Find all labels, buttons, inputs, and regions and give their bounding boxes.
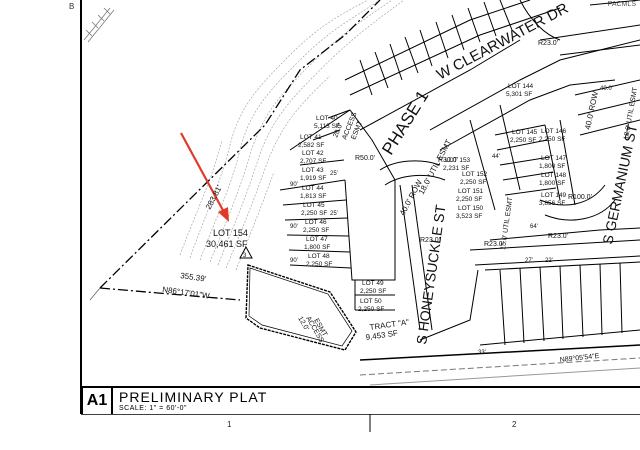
radius-label: R23.0' — [548, 233, 568, 240]
dim-label: 22' — [545, 258, 553, 264]
lot-label: LOT 41 — [300, 134, 322, 141]
street-germanium: S GERMANIUM ST — [599, 122, 640, 245]
lot-area: 1,800 SF — [304, 244, 330, 251]
radius-label: R23.0' — [420, 237, 440, 244]
radius-label: R23.0' — [538, 40, 558, 47]
plan-title: PRELIMINARY PLAT — [119, 389, 268, 405]
scale-label: SCALE: 1" = 60'-0" — [119, 405, 188, 412]
lot-area: 2,250 SF — [510, 137, 536, 144]
radius-label: R30.0' — [438, 157, 458, 164]
lot-154-area: 30,461 SF — [206, 239, 248, 249]
lot-label: LOT 49 — [362, 280, 384, 287]
svg-text:3: 3 — [243, 253, 247, 259]
lot-label: LOT 149 — [541, 192, 567, 199]
bearing-label: N86°17'01"W — [162, 285, 211, 301]
distance-label: 355.39' — [180, 271, 207, 284]
lot-label: LOT 146 — [541, 128, 567, 135]
dim-label: 90' — [290, 224, 298, 230]
lot-grid-bottom — [359, 261, 640, 386]
lot-label: LOT 40 — [316, 115, 338, 122]
plan-labels: PHASE 1 W CLEARWATER DR S HONEYSUCKLE ST… — [162, 0, 640, 364]
lot-label: LOT 45 — [303, 202, 325, 209]
lot-area: 2,231 SF — [443, 165, 469, 172]
rail-hatch — [83, 7, 115, 43]
lot-label: LOT 42 — [302, 150, 324, 157]
street-curves — [379, 160, 640, 266]
lot-label: LOT 147 — [541, 155, 567, 162]
lot-area: 5,301 SF — [506, 91, 532, 98]
lot-label: LOT 152 — [462, 171, 488, 178]
lot-area: 2,707 SF — [300, 158, 326, 165]
lot-label: LOT 150 — [458, 205, 484, 212]
lot-label: LOT 144 — [508, 83, 534, 90]
title-block: A1 PRELIMINARY PLAT SCALE: 1" = 60'-0" — [81, 386, 640, 414]
lot-area: 5,113 SF — [314, 123, 340, 130]
lot-grid-right — [429, 0, 640, 211]
lot-label: LOT 47 — [306, 236, 328, 243]
lot-label: LOT 44 — [302, 185, 324, 192]
lot-area: 1,800 SF — [539, 180, 565, 187]
radius-label: R23.0' — [484, 241, 504, 248]
street-honeysuckle: S HONEYSUCKLE ST — [413, 203, 449, 345]
radius-label: R100.0' — [568, 194, 592, 201]
lot-label: LOT 151 — [458, 188, 484, 195]
lot-154-name: LOT 154 — [213, 228, 248, 238]
property-boundary — [89, 0, 381, 301]
lot-area: 1,800 SF — [539, 163, 565, 170]
lot-area: 2,250 SF — [306, 261, 332, 268]
lot-label: LOT 145 — [512, 129, 538, 136]
lot-label: LOT 148 — [541, 172, 567, 179]
lot-grid-top — [344, 0, 561, 131]
dim-label: 27' — [525, 258, 533, 264]
tract-bubble-outline — [245, 264, 357, 351]
lot-area: 1,919 SF — [300, 175, 326, 182]
sheet-id: A1 — [83, 388, 113, 414]
lot-area: 1,813 SF — [300, 193, 326, 200]
dim-label: 25' — [330, 171, 338, 177]
dim-label: 33' — [478, 350, 486, 356]
dim-label: 64' — [530, 224, 538, 230]
lot-label: LOT 43 — [302, 167, 324, 174]
lot-label: LOT 50 — [360, 298, 382, 305]
lot-area: 3,523 SF — [456, 213, 482, 220]
grid-letter: B — [69, 2, 75, 11]
dim-label: 90' — [290, 182, 298, 188]
lot-area: 2,250 SF — [303, 227, 329, 234]
lot-area: 3,856 SF — [539, 200, 565, 207]
column-number-2: 2 — [512, 420, 517, 429]
lot-area: 2,250 SF — [360, 288, 386, 295]
lot-area: 2,250 SF — [460, 179, 486, 186]
lot-area: 2,250 SF — [456, 196, 482, 203]
highlight-arrow — [180, 132, 229, 222]
lot-label: LOT 46 — [305, 219, 327, 226]
lot-label: LOT 48 — [308, 253, 330, 260]
phase-label: PHASE 1 — [378, 87, 432, 158]
lot-area: 2,250 SF — [301, 210, 327, 217]
dim-label: 44' — [492, 154, 500, 160]
bottom-bearing: N89°05'54"E — [559, 352, 600, 364]
tract-area: 9,453 SF — [365, 329, 399, 342]
dim-label: 25' — [330, 211, 338, 217]
column-number-1: 1 — [227, 420, 232, 429]
tract-bubble-inner — [248, 267, 353, 347]
lot-area: 2,582 SF — [298, 142, 324, 149]
logo: PACMLS — [607, 1, 636, 8]
dim-label: 40.0' — [600, 86, 613, 92]
revision-triangle: 3 — [239, 245, 253, 259]
dim-label: 90' — [290, 258, 298, 264]
lot-area: 2,250 SF — [539, 136, 565, 143]
radius-label: R50.0' — [355, 155, 375, 162]
lot-label: LOT 153 — [445, 157, 471, 164]
lot-area: 2,250 SF — [358, 306, 384, 313]
